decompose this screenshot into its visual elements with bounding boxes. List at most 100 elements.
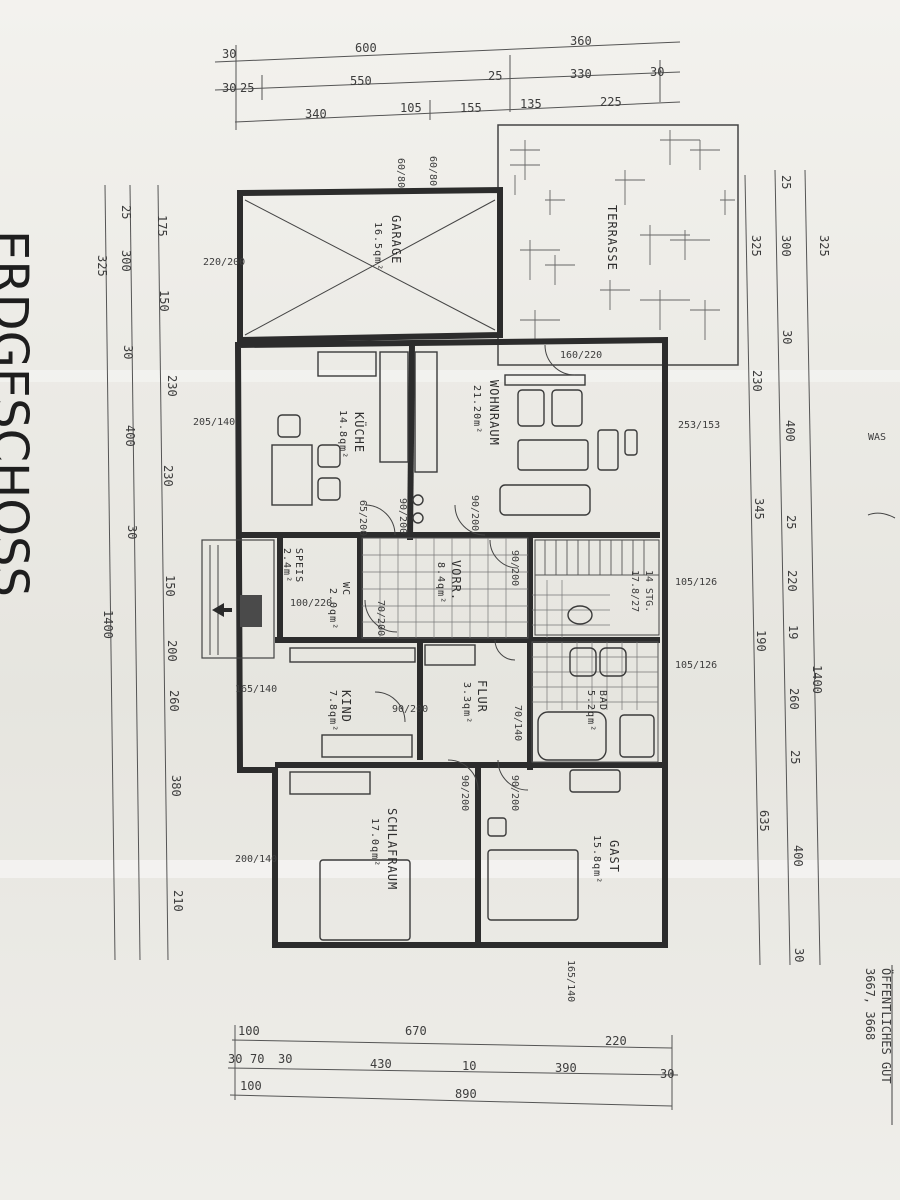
door-swings — [364, 344, 576, 791]
opening-label: 70/200 — [375, 600, 386, 636]
room-name-terrasse: TERRASSE — [605, 205, 619, 271]
dim-label: 200 — [165, 640, 179, 662]
opening-label: 90/200 — [459, 775, 470, 811]
opening-label: 205/140 — [193, 417, 235, 428]
dim-label: 135 — [520, 97, 542, 111]
dim-label: 635 — [757, 810, 771, 832]
sink — [599, 647, 627, 677]
dim-label: 25 — [784, 515, 798, 529]
dim-label: 25 — [119, 205, 133, 219]
room-name-vorr: VORR. — [449, 560, 463, 601]
dim-label: 230 — [165, 375, 179, 397]
public-land-note: ÖFFENTLICHES GUT 3667, 3668 — [863, 965, 895, 1125]
dim-label: 150 — [157, 290, 171, 312]
tile-grid-wc — [532, 580, 610, 638]
dim-label: 260 — [787, 688, 801, 710]
opening-label: 90/200 — [469, 495, 480, 531]
edge-lettering: ERDGESCHOSS — [0, 230, 38, 597]
opening-label: 90/200 — [509, 775, 520, 811]
dim-label: 400 — [791, 845, 805, 867]
dim-label: 225 — [600, 95, 622, 109]
dim-label: 345 — [752, 498, 766, 520]
stair-label: 14 STG. — [643, 570, 654, 612]
paper-fold — [0, 860, 900, 878]
room-area-schlafraum: 17.0qm² — [369, 818, 380, 867]
armchair — [517, 389, 545, 427]
property-line — [867, 512, 896, 519]
shelf — [504, 374, 586, 386]
dim-label: 230 — [750, 370, 764, 392]
dim-label: 30 — [228, 1052, 242, 1066]
top-dimension-lines: 30 600 360 30 25 550 25 330 30 340 105 1… — [214, 34, 681, 130]
bed — [487, 849, 579, 921]
dim-label: 30 — [222, 47, 236, 61]
right-dimension-lines: 25 300 30 400 25 220 19 260 25 400 30 32… — [744, 169, 824, 966]
kitchen-table — [271, 444, 313, 506]
room-area-wohnraum: 21.20m² — [471, 385, 482, 434]
dim-label: 330 — [570, 67, 592, 81]
room-area-garage: 16.5qm² — [372, 222, 383, 271]
opening-label: 70/140 — [512, 705, 523, 741]
entrance-porch — [201, 539, 275, 659]
dim-label: 550 — [350, 74, 372, 88]
dim-label: 1400 — [101, 610, 115, 639]
room-name-wohnraum: WOHNRAUM — [487, 380, 501, 446]
room-name-garage: GARAGE — [389, 215, 403, 264]
desk — [569, 769, 621, 793]
terrace: TERRASSE — [497, 124, 739, 366]
opening-label: 220/200 — [203, 257, 245, 268]
dim-label: 670 — [405, 1024, 427, 1038]
washbasin — [619, 714, 655, 758]
dim-label: 260 — [167, 690, 181, 712]
plant — [624, 429, 638, 456]
opening-label: 105/126 — [675, 660, 717, 671]
dim-label: 230 — [161, 465, 175, 487]
armchair — [551, 389, 583, 427]
stove — [317, 351, 377, 377]
chair — [317, 477, 341, 501]
corner-text: WAS — [868, 432, 886, 443]
room-name-wc: WC — [340, 582, 351, 596]
entry-arrow-icon — [212, 603, 232, 617]
room-name-gast: GAST — [607, 840, 621, 873]
opening-label: 60/80 — [395, 158, 406, 188]
dim-label: 1400 — [810, 665, 824, 694]
opening-label: 160/220 — [560, 350, 602, 361]
opening-label: 165/140 — [235, 684, 277, 695]
room-name-kind: KIND — [339, 690, 353, 723]
dim-label: 100 — [240, 1079, 262, 1093]
dim-label: 25 — [240, 81, 254, 95]
side-table — [597, 429, 619, 471]
dim-label: 300 — [779, 235, 793, 257]
staircase: 14 STG. 17.8/27 — [534, 539, 660, 636]
opening-label: 65/200 — [357, 500, 368, 536]
walls — [234, 186, 668, 948]
toilet — [567, 605, 593, 625]
room-name-flur: FLUR — [475, 680, 489, 713]
sink — [569, 647, 597, 677]
tile-grid-vorraum — [361, 537, 529, 639]
room-labels: GARAGE 16.5qm² KÜCHE 14.8qm² WOHNRAUM 21… — [281, 215, 621, 890]
dim-label: 890 — [455, 1087, 477, 1101]
opening-label: 60/80 — [427, 156, 438, 186]
chimney — [412, 494, 424, 506]
opening-label: 90/200 — [509, 550, 520, 586]
chimney — [412, 512, 424, 524]
dim-label: 30 — [125, 525, 139, 539]
cabinet — [414, 351, 438, 473]
dim-label: 325 — [817, 235, 831, 257]
dim-label: 190 — [754, 630, 768, 652]
room-name-schlafraum: SCHLAFRAUM — [385, 808, 399, 890]
room-area-bad: 5.2qm² — [585, 690, 596, 732]
bottom-dimension-lines: 100 670 220 30 70 30 430 10 390 30 100 8… — [227, 1024, 679, 1110]
dim-label: 380 — [169, 775, 183, 797]
dim-label: 155 — [460, 101, 482, 115]
dim-label: 220 — [605, 1034, 627, 1048]
bed — [321, 734, 413, 758]
garage-walls — [237, 186, 503, 344]
dim-label: 400 — [123, 425, 137, 447]
room-name-bad: BAD — [597, 690, 608, 711]
opening-label: 165/140 — [565, 960, 576, 1002]
dim-label: 25 — [779, 175, 793, 189]
